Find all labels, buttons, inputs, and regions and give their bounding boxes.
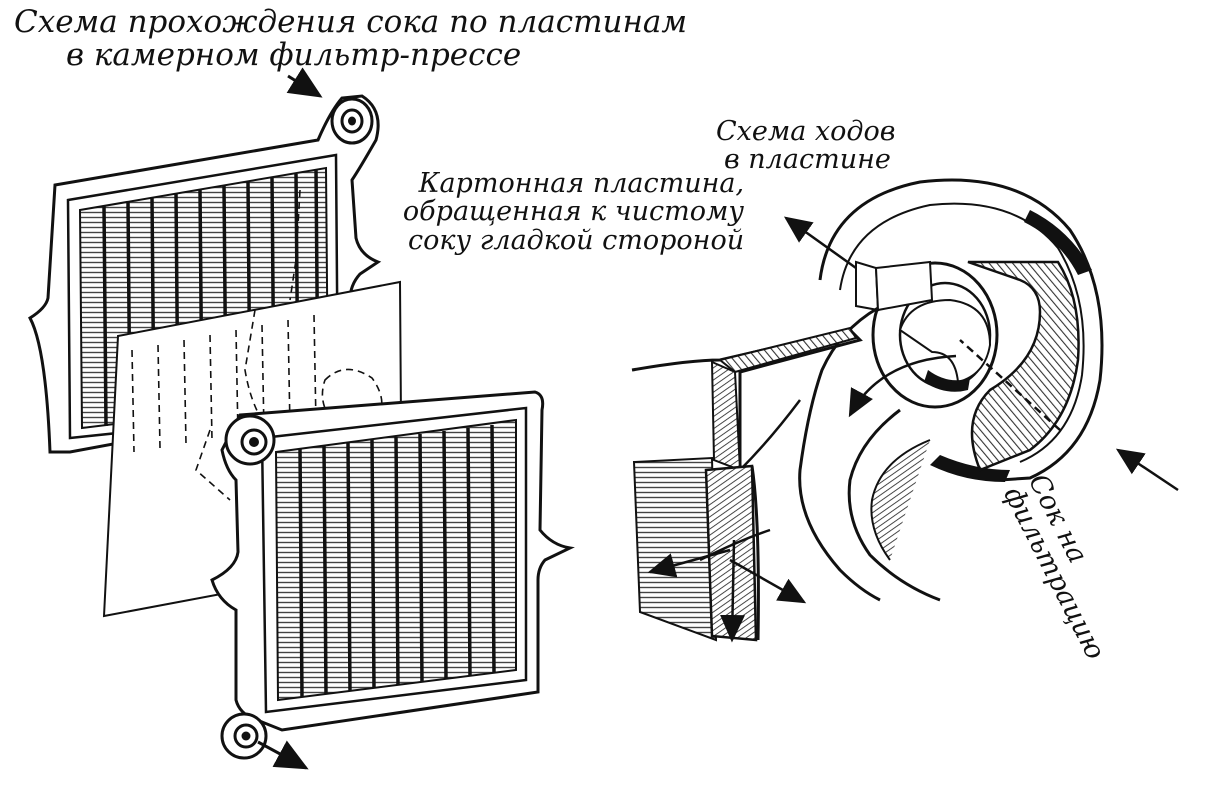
channels-line-2: в пластине: [724, 144, 891, 176]
left-flow-arrows: [257, 67, 323, 770]
cardboard-label: Картонная пластина, обращенная к чистому…: [374, 168, 745, 256]
channels-label: Схема ходов в пластине: [716, 116, 896, 176]
cardboard-line-1: Картонная пластина,: [418, 168, 745, 199]
front-filter-plate: [210, 390, 575, 760]
cardboard-line-2: обращенная к чистому: [402, 196, 745, 228]
plate-channel-detail: [631, 178, 1179, 643]
channels-line-1: Схема ходов: [716, 116, 896, 147]
title-line-1: Схема прохождения сока по пластинам: [14, 4, 688, 40]
diagram-title: Схема прохождения сока по пластинам в ка…: [14, 6, 687, 71]
title-line-2: в камерном фильтр-прессе: [66, 36, 522, 73]
cardboard-line-3: соку гладкой стороной: [408, 224, 745, 256]
